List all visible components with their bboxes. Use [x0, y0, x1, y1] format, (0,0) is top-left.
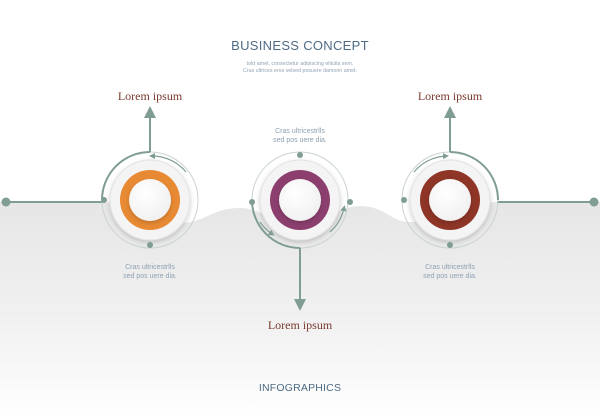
step-2-label: Lorem ipsum: [267, 318, 333, 332]
node-2-small-arc-left: [259, 221, 275, 236]
node-2-center: [279, 179, 321, 221]
node-1-anchor-dot-left: [101, 197, 107, 203]
step-1-description-line-2: sed pos uere dia.: [123, 273, 177, 280]
node-3-center: [429, 179, 471, 221]
step-3-description-line-2: sed pos uere dia.: [423, 273, 477, 280]
connector-right-dot: [589, 197, 599, 207]
page-title: BUSINESS CONCEPT: [231, 38, 369, 53]
node-2-anchor-dot-top: [297, 152, 303, 158]
node-1-small-arc: [149, 152, 187, 173]
subtitle-line-2: Cras ultrices eros velsed posuere damonn…: [243, 68, 357, 74]
node-3-anchor-dot-left: [401, 197, 407, 203]
node-3: [401, 106, 499, 249]
node-2-anchor-dot-right: [347, 199, 353, 205]
connector-left-dot: [1, 197, 11, 207]
step-2-description-line-1: Cras ultricestrlls: [275, 128, 325, 135]
step-3-label: Lorem ipsum: [417, 89, 483, 103]
subtitle-line-1: told amet, consectetur adipiscing elitul…: [246, 61, 354, 67]
node-1-anchor-dot-bottom: [147, 242, 153, 248]
step-2-description-line-2: sed pos uere dia.: [273, 137, 327, 144]
step-1-label: Lorem ipsum: [117, 89, 183, 103]
node-2-anchor-dot-left: [249, 199, 255, 205]
node-1-guide-arc: [101, 151, 151, 201]
step-1-description-line-1: Cras ultricestrlls: [125, 264, 175, 271]
footer-label: INFOGRAPHICS: [258, 382, 342, 394]
node-2-guide-arc: [251, 199, 301, 249]
node-2: [249, 151, 353, 311]
node-3-guide-arc: [449, 151, 499, 201]
step-3-description-line-1: Cras ultricestrlls: [425, 264, 475, 271]
node-1-center: [129, 179, 171, 221]
node-3-anchor-dot-bottom: [447, 242, 453, 248]
node-2-small-arc-right: [329, 205, 347, 233]
node-3-small-arc: [413, 153, 449, 173]
node-1: [101, 106, 199, 249]
